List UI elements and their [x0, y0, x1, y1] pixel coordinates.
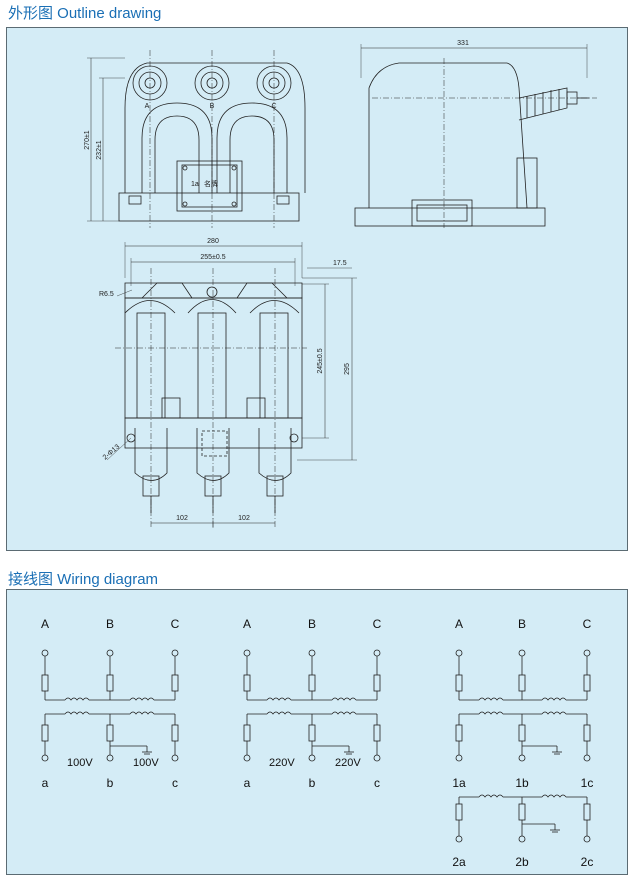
- nameplate-code: 1a: [191, 181, 199, 188]
- d2-top-label-c: C: [373, 617, 382, 631]
- dim-280: 280: [207, 238, 219, 245]
- outline-section-title: 外形图 Outline drawing: [8, 5, 162, 22]
- dim-331: 331: [457, 40, 469, 47]
- dim-232: 232±1: [96, 140, 103, 160]
- d1-top-label-a: A: [41, 617, 49, 631]
- wiring-section-title: 接线图 Wiring diagram: [8, 571, 159, 588]
- d1-top-label-b: B: [106, 617, 114, 631]
- d3-mid-label-1b: 1b: [515, 776, 529, 790]
- dim-17-5: 17.5: [333, 260, 347, 267]
- d1-top-label-c: C: [171, 617, 180, 631]
- d2-bottom-label-b: b: [309, 776, 316, 790]
- d2-top-label-b: B: [308, 617, 316, 631]
- dim-102-right: 102: [238, 515, 250, 522]
- wiring-diagram-3: [455, 649, 591, 843]
- phase-label-b: B: [210, 103, 215, 110]
- d1-bottom-label-c: c: [172, 776, 178, 790]
- wiring-diagram-2: [243, 649, 381, 762]
- dim-255: 255±0.5: [200, 254, 225, 261]
- d1-voltage-right: 100V: [133, 757, 159, 769]
- d3-bottom-label-2b: 2b: [515, 855, 529, 869]
- nameplate-label: 名牌: [204, 179, 218, 188]
- d3-mid-label-1c: 1c: [581, 776, 594, 790]
- d3-mid-label-1a: 1a: [452, 776, 466, 790]
- dim-295: 295: [344, 363, 351, 375]
- side-view: [354, 44, 597, 228]
- wiring-diagram-panel: A B C a b c 100V 100V A B C a b c 220V 2…: [6, 589, 628, 875]
- d1-bottom-label-b: b: [107, 776, 114, 790]
- d3-top-label-a: A: [455, 617, 463, 631]
- dim-245: 245±0.5: [317, 348, 324, 373]
- d3-bottom-label-2c: 2c: [581, 855, 594, 869]
- d1-voltage-left: 100V: [67, 757, 93, 769]
- outline-drawing-panel: 331 270±1 232±1 280 255±0.5 17.5 R6.5 24…: [6, 27, 628, 551]
- dim-r6-5: R6.5: [99, 291, 114, 298]
- phase-label-c: C: [271, 103, 276, 110]
- phase-label-a: A: [145, 103, 150, 110]
- d2-bottom-label-c: c: [374, 776, 380, 790]
- outline-drawing: 331 270±1 232±1 280 255±0.5 17.5 R6.5 24…: [84, 40, 597, 528]
- d3-top-label-c: C: [583, 617, 592, 631]
- d2-voltage-right: 220V: [335, 757, 361, 769]
- wiring-diagram-1: [41, 649, 179, 762]
- d1-bottom-label-a: a: [42, 776, 49, 790]
- dim-102-left: 102: [176, 515, 188, 522]
- d2-bottom-label-a: a: [244, 776, 251, 790]
- bottom-view: [106, 242, 357, 528]
- front-view: [87, 50, 306, 228]
- d3-bottom-label-2a: 2a: [452, 855, 466, 869]
- wiring-diagrams: A B C a b c 100V 100V A B C a b c 220V 2…: [41, 617, 594, 869]
- dim-270: 270±1: [84, 130, 91, 150]
- dim-hole: 2-Φ13: [102, 444, 122, 462]
- d3-top-label-b: B: [518, 617, 526, 631]
- d2-voltage-left: 220V: [269, 757, 295, 769]
- d2-top-label-a: A: [243, 617, 251, 631]
